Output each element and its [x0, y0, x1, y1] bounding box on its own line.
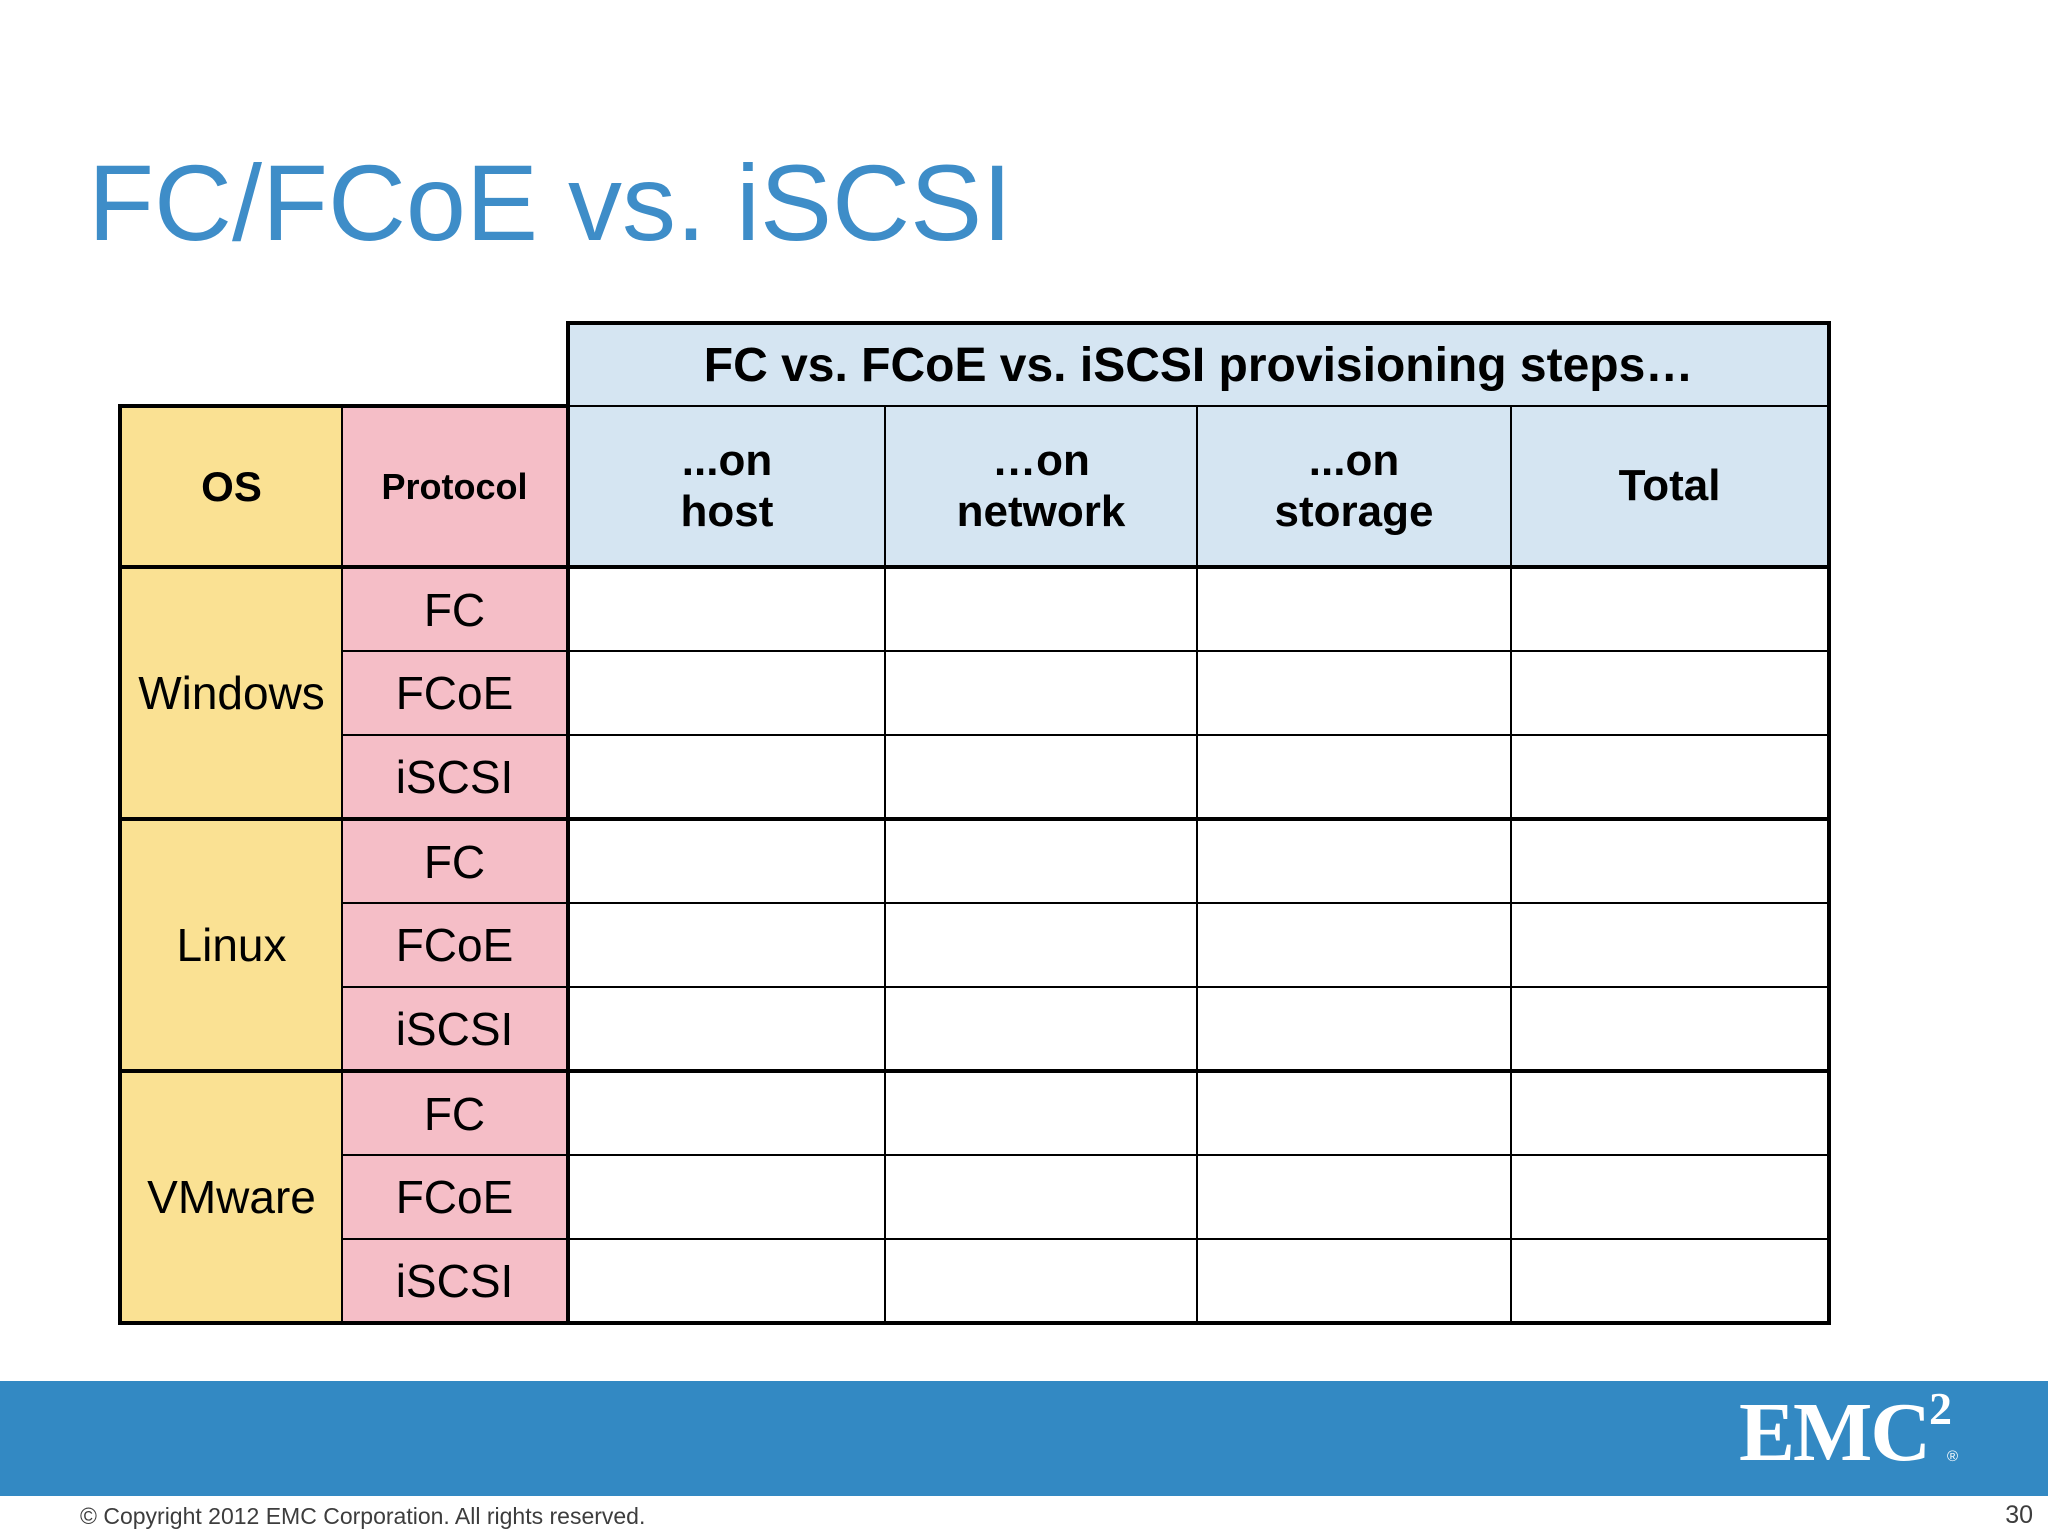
data-cell-empty	[1509, 818, 1832, 904]
emc-logo-exponent: 2	[1929, 1383, 1952, 1434]
protocol-cell-vmware-iscsi: iSCSI	[341, 1238, 570, 1325]
protocol-cell-windows-iscsi: iSCSI	[341, 734, 570, 821]
footer-bar: EMC2 ®	[0, 1381, 2048, 1496]
data-cell-empty	[1196, 902, 1512, 988]
page-number: 30	[2005, 1501, 2033, 1529]
col-header-on-network-line2: network	[956, 487, 1126, 536]
os-cell-linux: Linux	[118, 818, 343, 1073]
registered-mark-icon: ®	[1946, 1447, 1958, 1465]
data-cell-empty	[1196, 986, 1512, 1073]
data-cell-empty	[567, 902, 886, 988]
data-cell-empty	[1196, 818, 1512, 904]
span-header-provisioning-steps: FC vs. FCoE vs. iSCSI provisioning steps…	[565, 321, 1832, 407]
data-cell-empty	[1196, 650, 1512, 736]
data-cell-empty	[884, 986, 1198, 1073]
data-cell-empty	[1509, 1238, 1832, 1325]
data-cell-empty	[1509, 986, 1832, 1073]
data-cell-empty	[1196, 1238, 1512, 1325]
provisioning-table-wrapper: FC vs. FCoE vs. iSCSI provisioning steps…	[118, 321, 1832, 1325]
protocol-cell-linux-iscsi: iSCSI	[341, 986, 570, 1073]
col-header-on-network-line1: …on	[992, 435, 1090, 485]
data-cell-empty	[884, 818, 1198, 904]
data-cell-empty	[1509, 650, 1832, 736]
protocol-cell-vmware-fc: FC	[341, 1070, 570, 1156]
data-cell-empty	[884, 566, 1198, 652]
copyright-text: © Copyright 2012 EMC Corporation. All ri…	[80, 1503, 646, 1529]
data-cell-empty	[884, 1154, 1198, 1240]
data-cell-empty	[567, 566, 886, 652]
data-cell-empty	[884, 902, 1198, 988]
protocol-cell-vmware-fcoe: FCoE	[341, 1154, 570, 1240]
col-header-on-network: …on network	[884, 405, 1198, 569]
col-header-on-host-line2: host	[680, 487, 774, 536]
data-cell-empty	[567, 1070, 886, 1156]
data-cell-empty	[567, 734, 886, 821]
protocol-cell-windows-fc: FC	[341, 566, 570, 652]
data-cell-empty	[1196, 566, 1512, 652]
protocol-cell-linux-fc: FC	[341, 818, 570, 904]
emc-logo: EMC2 ®	[1739, 1383, 1958, 1479]
col-header-os: OS	[118, 404, 343, 569]
col-header-on-storage-line2: storage	[1274, 487, 1434, 536]
col-header-total: Total	[1509, 405, 1832, 569]
data-cell-empty	[884, 1070, 1198, 1156]
protocol-cell-windows-fcoe: FCoE	[341, 650, 570, 736]
data-cell-empty	[1196, 1154, 1512, 1240]
data-cell-empty	[567, 986, 886, 1073]
data-cell-empty	[884, 1238, 1198, 1325]
col-header-on-storage-line1: ...on	[1308, 435, 1400, 485]
protocol-cell-linux-fcoe: FCoE	[341, 902, 570, 988]
data-cell-empty	[567, 1238, 886, 1325]
slide-title: FC/FCoE vs. iSCSI	[88, 142, 1013, 263]
os-cell-windows: Windows	[118, 566, 343, 821]
data-cell-empty	[884, 734, 1198, 821]
data-cell-empty	[567, 1154, 886, 1240]
col-header-on-host: ...on host	[567, 405, 886, 569]
data-cell-empty	[1509, 1154, 1832, 1240]
col-header-on-storage: ...on storage	[1196, 405, 1512, 569]
data-cell-empty	[567, 818, 886, 904]
data-cell-empty	[1509, 734, 1832, 821]
data-cell-empty	[1509, 566, 1832, 652]
data-cell-empty	[1509, 1070, 1832, 1156]
emc-logo-text: EMC	[1739, 1386, 1931, 1479]
provisioning-table: FC vs. FCoE vs. iSCSI provisioning steps…	[118, 321, 1832, 1325]
col-header-on-host-line1: ...on	[681, 435, 773, 485]
os-cell-vmware: VMware	[118, 1070, 343, 1325]
data-cell-empty	[567, 650, 886, 736]
data-cell-empty	[1196, 734, 1512, 821]
data-cell-empty	[1509, 902, 1832, 988]
table-corner-blank	[120, 323, 568, 406]
data-cell-empty	[1196, 1070, 1512, 1156]
col-header-protocol: Protocol	[341, 404, 570, 569]
data-cell-empty	[884, 650, 1198, 736]
